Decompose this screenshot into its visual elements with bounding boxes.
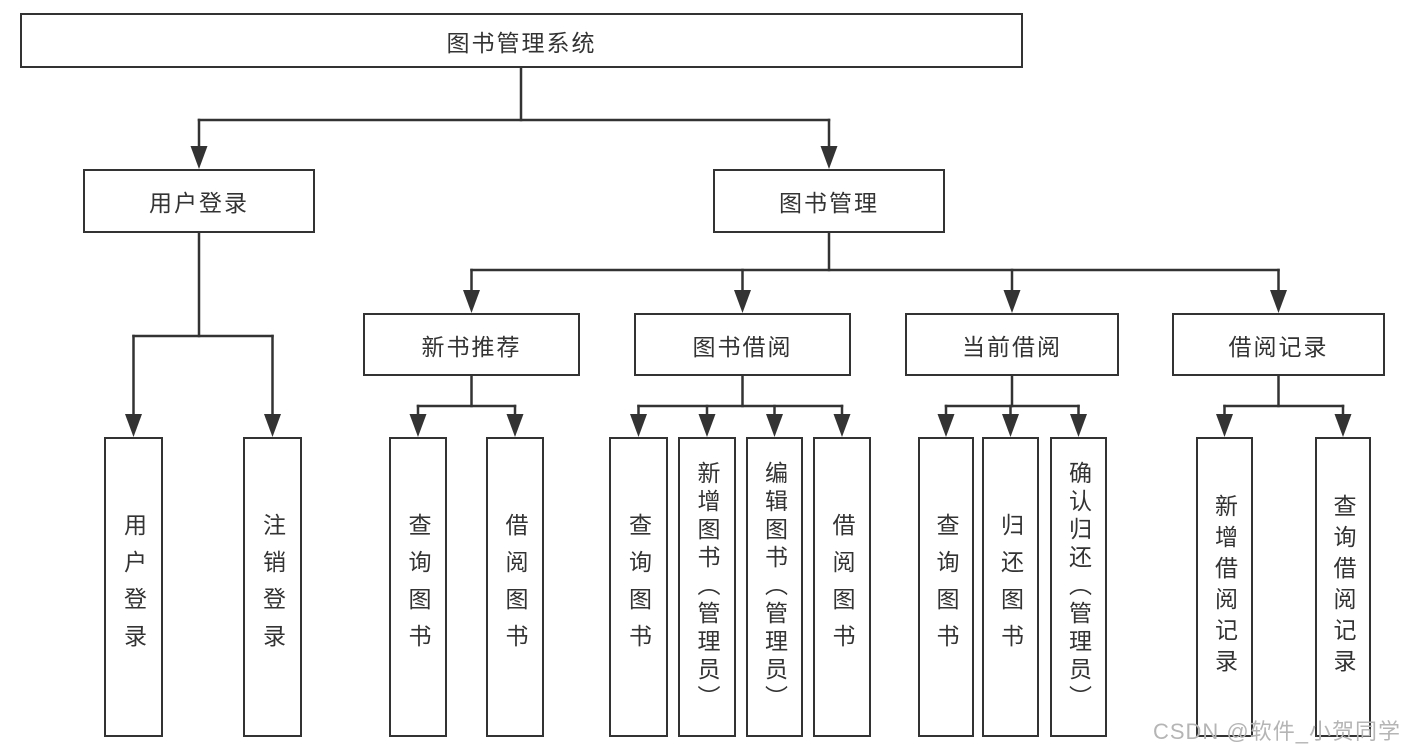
arrowhead (698, 414, 716, 437)
node-label: 借阅记录 (1228, 333, 1329, 360)
node-new-book-recommend: 新书推荐 (363, 313, 580, 376)
arrowhead (1002, 414, 1019, 437)
node-borrow-records: 借阅记录 (1172, 313, 1385, 376)
node-label: 图书管理 (779, 190, 879, 216)
arrowhead (833, 414, 851, 437)
node-leaf-borrow-book-2: 借阅图书 (813, 437, 871, 737)
node-library-system: 图书管理系统 (20, 13, 1023, 68)
arrowhead (1216, 414, 1233, 437)
arrowhead (766, 414, 783, 437)
node-user-login: 用户登录 (83, 169, 315, 233)
node-label: 用户登录 (149, 190, 249, 216)
node-label: 用户登录 (120, 513, 147, 661)
node-leaf-borrow-book-1: 借阅图书 (486, 437, 544, 737)
arrowhead (506, 414, 524, 437)
node-label: 新增图书（管理员） (694, 461, 720, 713)
node-leaf-user-login: 用户登录 (104, 437, 163, 737)
watermark-text: CSDN @软件_小贺同学 (1152, 719, 1401, 744)
node-label: 当前借阅 (962, 333, 1062, 360)
arrowhead (937, 414, 955, 437)
arrowhead (1270, 290, 1287, 313)
arrowhead (264, 414, 281, 437)
node-label: 注销登录 (259, 513, 286, 661)
node-label: 查询图书 (933, 513, 959, 661)
node-label: 归还图书 (997, 513, 1024, 661)
node-book-management: 图书管理 (713, 169, 945, 233)
node-label: 新增借阅记录 (1211, 494, 1238, 680)
node-leaf-edit-book-admin: 编辑图书（管理员） (746, 437, 803, 737)
arrowhead (125, 414, 142, 437)
node-leaf-return-book: 归还图书 (982, 437, 1039, 737)
node-leaf-query-borrow-record: 查询借阅记录 (1315, 437, 1371, 737)
node-leaf-logout: 注销登录 (243, 437, 302, 737)
node-label: 新书推荐 (421, 333, 522, 360)
arrowhead (190, 146, 208, 169)
arrowhead (1334, 414, 1352, 437)
node-label: 查询图书 (405, 513, 431, 661)
arrowhead (409, 414, 427, 437)
node-leaf-query-book-2: 查询图书 (609, 437, 668, 737)
node-label: 图书管理系统 (446, 29, 597, 56)
arrowhead (820, 146, 838, 169)
node-label: 图书借阅 (692, 333, 793, 360)
node-leaf-query-book-1: 查询图书 (389, 437, 447, 737)
node-current-borrow: 当前借阅 (905, 313, 1119, 376)
node-label: 查询图书 (625, 513, 652, 661)
node-leaf-query-book-3: 查询图书 (918, 437, 974, 737)
node-label: 借阅图书 (829, 513, 855, 661)
node-leaf-add-book-admin: 新增图书（管理员） (678, 437, 736, 737)
node-label: 查询借阅记录 (1330, 494, 1356, 680)
node-leaf-add-borrow-record: 新增借阅记录 (1196, 437, 1253, 737)
node-leaf-confirm-return-admin: 确认归还（管理员） (1050, 437, 1107, 737)
node-label: 确认归还（管理员） (1065, 461, 1092, 713)
arrowhead (1003, 290, 1021, 313)
arrowhead (463, 290, 480, 313)
arrowhead (1070, 414, 1087, 437)
node-book-borrow: 图书借阅 (634, 313, 851, 376)
node-label: 借阅图书 (502, 513, 528, 661)
node-label: 编辑图书（管理员） (761, 461, 788, 713)
arrowhead (734, 290, 751, 313)
arrowhead (630, 414, 647, 437)
